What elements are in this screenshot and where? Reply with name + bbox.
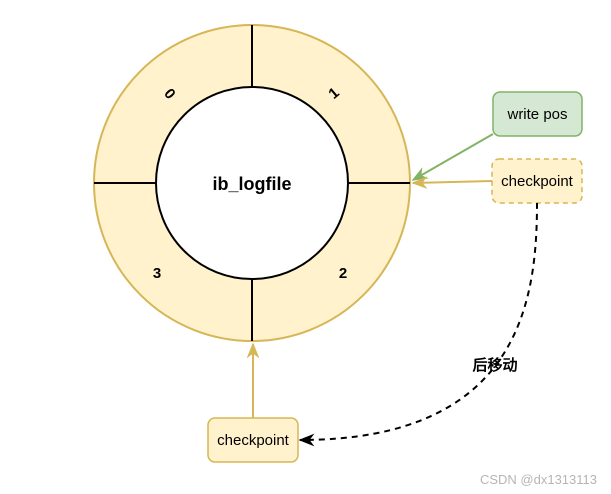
write-pos-box bbox=[492, 91, 583, 137]
checkpoint-right-arrow bbox=[411, 176, 493, 190]
segment-label-2: 2 bbox=[339, 265, 347, 282]
write-pos-label: write pos bbox=[506, 106, 567, 123]
center-label: ib_logfile bbox=[212, 174, 291, 194]
move-label: 后移动 bbox=[472, 356, 517, 374]
segment-label-3: 3 bbox=[153, 265, 161, 282]
write-pos-arrow bbox=[411, 133, 494, 181]
checkpoint-bottom-label: checkpoint bbox=[217, 432, 290, 449]
checkpoint-right-label: checkpoint bbox=[501, 173, 574, 190]
watermark: CSDN @dx1313113 bbox=[480, 472, 597, 487]
move-dashed-arrow bbox=[298, 202, 538, 447]
